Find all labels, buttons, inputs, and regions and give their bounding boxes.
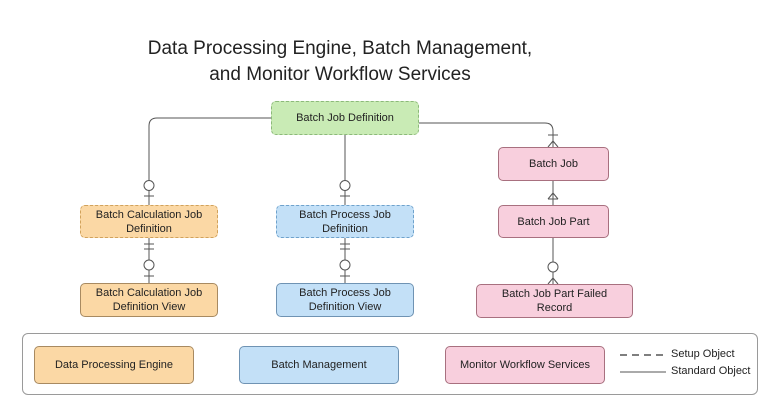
node-batch-job[interactable]: Batch Job [498, 147, 609, 181]
node-label: Batch Calculation Job Definition View [95, 287, 203, 313]
diagram-title: Data Processing Engine, Batch Management… [100, 36, 580, 88]
legend-data-processing-engine: Data Processing Engine [34, 346, 194, 384]
legend-batch-management: Batch Management [239, 346, 399, 384]
node-batch-job-part-failed-record[interactable]: Batch Job Part Failed Record [476, 284, 633, 318]
node-label: Batch Job Definition [296, 112, 394, 124]
link-bjd-to-bpjd-optional-marker [339, 180, 351, 191]
title-line-2: and Monitor Workflow Services [209, 64, 471, 85]
node-label: Batch Job Part Failed Record [501, 288, 608, 314]
legend-standard-object: Standard Object [671, 365, 751, 377]
node-batch-job-part[interactable]: Batch Job Part [498, 205, 609, 238]
node-batch-process-job-definition[interactable]: Batch Process Job Definition [276, 205, 414, 238]
legend [22, 333, 758, 395]
node-label: Batch Calculation Job Definition [95, 208, 203, 235]
legend-label: Batch Management [271, 359, 367, 371]
node-batch-calculation-job-definition-view[interactable]: Batch Calculation Job Definition View [80, 283, 218, 317]
node-batch-process-job-definition-view[interactable]: Batch Process Job Definition View [276, 283, 414, 317]
node-label: Batch Job Part [517, 215, 590, 228]
node-label: Batch Process Job Definition View [299, 287, 391, 313]
title-line-1: Data Processing Engine, Batch Management… [147, 38, 533, 59]
node-label: Batch Job [529, 158, 578, 170]
link-bjd-to-batch-job [419, 122, 554, 147]
legend-line-samples [620, 354, 666, 373]
node-batch-job-definition[interactable]: Batch Job Definition [271, 101, 419, 135]
legend-monitor-workflow-services: Monitor Workflow Services [445, 346, 605, 384]
legend-label: Data Processing Engine [54, 359, 173, 371]
link-bjd-to-bcjd [148, 117, 271, 181]
link-bjd-to-bcjd-optional-marker [143, 180, 155, 191]
legend-label: Monitor Workflow Services [460, 359, 590, 371]
node-label: Batch Process Job Definition [299, 208, 391, 235]
node-batch-calculation-job-definition[interactable]: Batch Calculation Job Definition [80, 205, 218, 238]
legend-setup-object: Setup Object [671, 348, 735, 360]
